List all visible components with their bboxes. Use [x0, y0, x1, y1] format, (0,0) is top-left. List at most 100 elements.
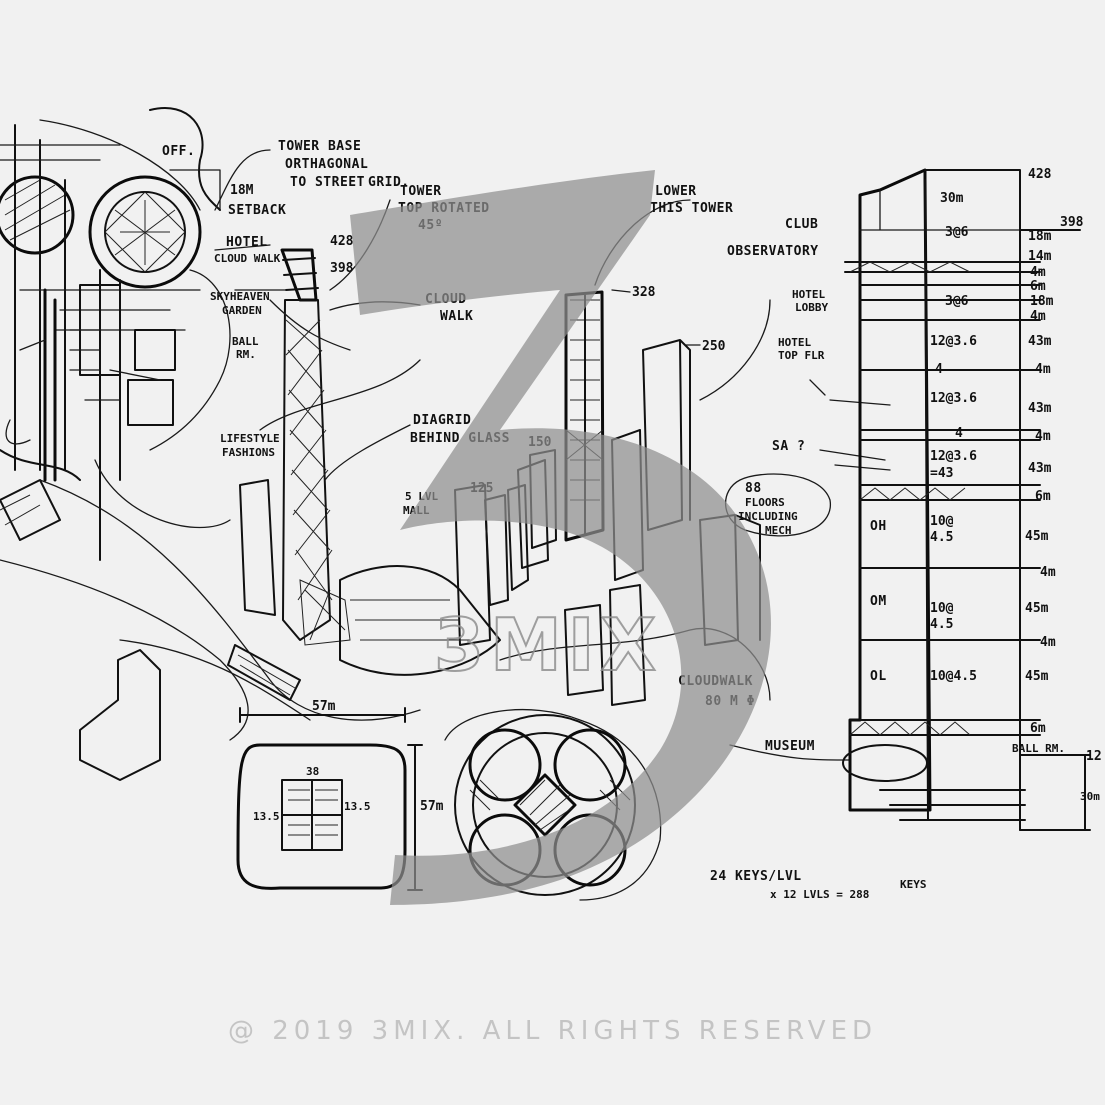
note-observatory: OBSERVATORY [727, 244, 819, 259]
note-skyheaven-2: GARDEN [222, 304, 262, 317]
building-section [842, 168, 1091, 831]
note-hotel-top-2: TOP FLR [778, 349, 825, 362]
section-row-right: 45m [1025, 601, 1049, 616]
note-tower-base-3: TO STREET [290, 175, 365, 190]
note-keys-1: 24 KEYS/LVL [710, 869, 802, 884]
note-oh: OH [870, 519, 887, 534]
section-row-right: 4m [1040, 635, 1056, 650]
section-row-right: 12 [1086, 749, 1102, 764]
section-row-left: 10@ [930, 601, 954, 616]
left-plan-detail [0, 107, 231, 561]
section-row-right: 45m [1025, 669, 1049, 684]
note-diagrid-1: DIAGRID [413, 413, 471, 428]
note-ol: OL [870, 669, 887, 684]
note-h150: 150 [528, 435, 552, 450]
note-five-lvl-2: MALL [403, 504, 430, 517]
note-off: OFF. [162, 144, 195, 159]
section-row-right: BALL RM. [1012, 742, 1065, 755]
section-row-right: 4m [1030, 309, 1046, 324]
note-h428: 428 [330, 234, 354, 249]
section-row-right: 4m [1030, 265, 1046, 280]
note-57m-side: 57m [420, 799, 444, 814]
note-lifestyle-1: LIFESTYLE [220, 432, 280, 445]
note-hotel-lobby-1: HOTEL [792, 288, 825, 301]
note-ballrm-1: BALL [232, 335, 259, 348]
note-museum: MUSEUM [765, 739, 815, 754]
note-sa: SA ? [772, 439, 805, 454]
section-row-right: 4m [1035, 429, 1051, 444]
note-tower-base-2: ORTHAGONAL [285, 157, 368, 172]
note-floors-2: FLOORS [745, 496, 785, 509]
note-d135b: 13.5 [344, 800, 371, 813]
section-row-right: 43m [1028, 461, 1052, 476]
note-floors-4: MECH [765, 524, 792, 537]
section-row-right: 18m [1028, 229, 1052, 244]
section-row-right: 43m [1028, 334, 1052, 349]
note-h125: 125 [470, 481, 493, 496]
note-tower-top-3: 45º [418, 218, 443, 233]
section-row-right: 6m [1035, 489, 1051, 504]
note-cloudwalk-2: 80 M Φ [705, 694, 755, 709]
section-dimensions: 428 398 30m 3@6 18m 14m 4m 6m 3@6 18m 4m… [930, 167, 1102, 803]
copyright-notice: @ 2019 3MIX. ALL RIGHTS RESERVED [227, 1016, 878, 1046]
section-row-right: 6m [1030, 279, 1046, 294]
section-row-left: 4.5 [930, 617, 953, 632]
section-row-right: 14m [1028, 249, 1052, 264]
section-row-right: 4m [1035, 362, 1051, 377]
note-five-lvl-1: 5 LVL [405, 490, 438, 503]
annotation-text: OFF. TOWER BASE ORTHAGONAL TO STREET GRI… [162, 139, 927, 901]
note-lower-tower-1: LOWER [655, 184, 697, 199]
section-row-left: 3@6 [945, 294, 969, 309]
section-row-left: 4 [935, 362, 943, 377]
section-top-height: 428 [1028, 167, 1052, 182]
note-tower-top-2: TOP ROTATED [398, 201, 490, 216]
note-cloud-walk-2: WALK [440, 309, 473, 324]
note-hotel-lobby-2: LOBBY [795, 301, 828, 314]
section-row-left: 12@3.6 [930, 334, 977, 349]
section-row-left: 4.5 [930, 530, 953, 545]
note-hotel: HOTEL [226, 235, 268, 250]
section-row-left: 4 [955, 426, 963, 441]
note-lifestyle-2: FASHIONS [222, 446, 275, 459]
note-floors-1: 88 [745, 481, 762, 496]
note-tower-base-1: TOWER BASE [278, 139, 361, 154]
note-om: OM [870, 594, 887, 609]
note-h328: 328 [632, 285, 656, 300]
section-row-right: 43m [1028, 401, 1052, 416]
section-row-left: 12@3.6 [930, 391, 977, 406]
note-cloud-walk-1: CLOUD [425, 292, 467, 307]
note-keys-3: KEYS [900, 878, 927, 891]
note-cloud-walk-small: CLOUD WALK [214, 252, 281, 265]
note-diagrid-2: BEHIND GLASS [410, 431, 510, 446]
section-right-top: 398 [1060, 215, 1084, 230]
note-h250: 250 [702, 339, 726, 354]
note-ballrm-2: RM. [236, 348, 256, 361]
note-skyheaven-1: SKYHEAVEN [210, 290, 270, 303]
note-hotel-top-1: HOTEL [778, 336, 811, 349]
section-row-right: 4m [1040, 565, 1056, 580]
note-h398: 398 [330, 261, 354, 276]
section-row-right: 18m [1030, 294, 1054, 309]
note-setback: SETBACK [228, 203, 286, 218]
note-d38: 38 [306, 765, 319, 778]
note-18m: 18M [230, 183, 254, 198]
section-row-left: 3@6 [945, 225, 969, 240]
note-57m-top: 57m [312, 699, 336, 714]
section-row-right: 45m [1025, 529, 1049, 544]
section-row-left: 12@3.6 [930, 449, 977, 464]
section-row-right: 30m [1080, 790, 1100, 803]
note-floors-3: INCLUDING [738, 510, 798, 523]
note-club: CLUB [785, 217, 818, 232]
section-row-left: 10@ [930, 514, 954, 529]
section-row-left: =43 [930, 466, 953, 481]
section-row-left: 30m [940, 191, 964, 206]
note-cloudwalk-1: CLOUDWALK [678, 674, 753, 689]
section-row-right: 6m [1030, 721, 1046, 736]
floor-plans [236, 707, 662, 901]
section-row-left: 10@4.5 [930, 669, 977, 684]
note-keys-2: x 12 LVLS = 288 [770, 888, 869, 901]
note-tower-top-1: TOWER [400, 184, 442, 199]
note-lower-tower-2: THIS TOWER [650, 201, 733, 216]
